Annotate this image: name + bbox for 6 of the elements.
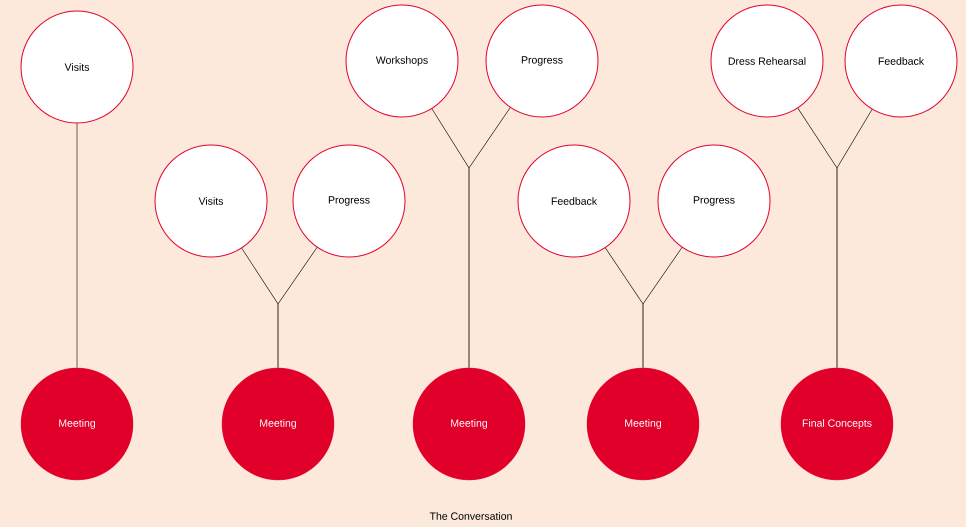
connector-line [76, 123, 78, 368]
connector-line [642, 247, 682, 368]
caption: The Conversation [430, 512, 512, 520]
connector-line [468, 107, 510, 368]
connector-line [836, 109, 872, 368]
connector-line [278, 247, 318, 368]
